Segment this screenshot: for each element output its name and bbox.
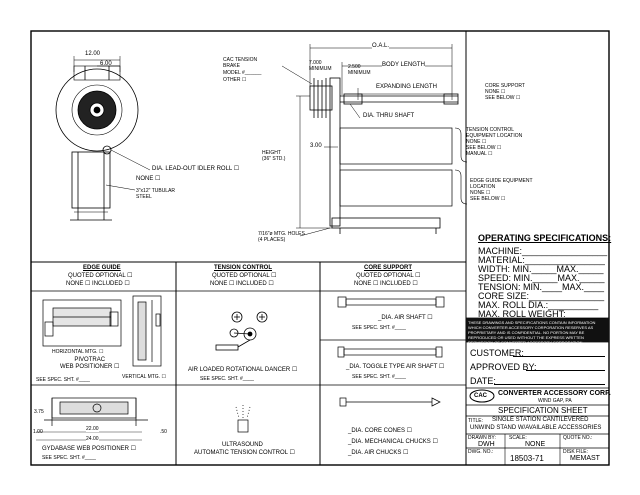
- pivotrac-drawing: [42, 295, 162, 367]
- oal-label: O.A.L.: [372, 43, 390, 50]
- core-none-included: NONE ☐ INCLUDED ☐: [354, 281, 418, 287]
- toggle-shaft-label: _DIA. TOGGLE TYPE AIR SHAFT ☐: [346, 364, 445, 370]
- scale-value: NONE: [525, 441, 546, 448]
- expanding-length-label: EXPANDING LENGTH: [376, 84, 437, 90]
- chuck-drawing: [339, 397, 441, 407]
- pivotrac-spec: SEE SPEC. SHT. #____: [36, 377, 90, 383]
- ultrasound-drawing: [235, 405, 251, 433]
- air-chucks-label: _DIA. AIR CHUCKS ☐: [348, 450, 409, 456]
- dim-2400: 24.00: [86, 436, 99, 442]
- spec-line: MAX. ROLL DIA.:__________: [478, 300, 599, 310]
- tension-brake-label: CAC TENSION BRAKE: [223, 57, 258, 69]
- edge-guide-quoted: QUOTED OPTIONAL ☐: [68, 273, 133, 279]
- edge-guide-header: EDGE GUIDE: [83, 265, 121, 271]
- thru-shaft-label: DIA. THRU SHAFT: [363, 113, 415, 119]
- gydabase-label: GYDABASE WEB POSITIONER ☐: [42, 446, 137, 452]
- toggle-shaft-drawing: [337, 346, 443, 358]
- date-label: DATE:: [470, 376, 496, 386]
- quote-label: QUOTE NO.:: [563, 435, 593, 441]
- disk-file: MEMAST: [570, 455, 600, 462]
- vertical-mtg: VERTICAL MTG. ☐: [122, 374, 166, 380]
- height-label: HEIGHT (36" STD.): [262, 150, 286, 162]
- company-logo-text: CAC: [474, 393, 487, 399]
- model-label: MODEL #______: [223, 70, 262, 76]
- core-cones-label: _DIA. CORE CONES ☐: [348, 428, 413, 434]
- company-location: WIND GAP, PA: [538, 398, 572, 404]
- dim-375: 3.75: [34, 409, 44, 415]
- spec-line: WIDTH: MIN._____MAX._____: [478, 264, 604, 274]
- automatic-tension-label: AUTOMATIC TENSION CONTROL ☐: [194, 450, 295, 456]
- ultrasound-label: ULTRASOUND: [222, 442, 263, 448]
- air-shaft-spec: SEE SPEC. SHT. #____: [352, 325, 406, 331]
- tension-control-header: TENSION CONTROL: [214, 265, 272, 271]
- title-line2: UNWIND STAND W/AVAILABLE ACCESSORIES: [470, 425, 602, 431]
- dancer-drawing: [215, 311, 268, 351]
- dim-2500: 2.500 MINIMUM: [348, 64, 371, 76]
- scale-label: SCALE:: [509, 435, 527, 441]
- disk-label: DISK FILE:: [563, 449, 589, 455]
- mtg-holes-label: 7/16"ø MTG. HOLES (4 PLACES): [258, 231, 305, 243]
- tension-none-included: NONE ☐ INCLUDED ☐: [210, 281, 274, 287]
- approved-label: APPROVED BY:: [470, 362, 537, 372]
- sheet-title: SPECIFICATION SHEET: [498, 406, 588, 415]
- core-support-callout: CORE SUPPORT NONE ☐ SEE BELOW ☐: [485, 83, 525, 101]
- other-label: OTHER ☐: [223, 77, 247, 83]
- spec-line: MACHINE:_________________: [478, 246, 608, 256]
- end-view-drawing: [55, 56, 151, 221]
- operating-specs-title: OPERATING SPECIFICATIONS:: [478, 233, 612, 243]
- edge-guide-location-label: EDGE GUIDE EQUIPMENT LOCATION NONE ☐ SEE…: [470, 178, 533, 202]
- gydabase-spec: SEE SPEC. SHT. #____: [42, 455, 96, 461]
- dwg-no: 18503-71: [510, 454, 544, 463]
- edge-guide-none-included: NONE ☐ INCLUDED ☐: [66, 281, 130, 287]
- dim-6: 6.00: [100, 61, 112, 67]
- tension-quoted: QUOTED OPTIONAL ☐: [212, 273, 277, 279]
- drawn-by-label: DRAWN BY:: [468, 435, 496, 441]
- tension-location-label: TENSION CONTROL EQUIPMENT LOCATION NONE …: [466, 127, 523, 157]
- tubular-label: 3"x12" TUBULAR STEEL: [136, 188, 176, 200]
- dim-100: 1.00: [33, 429, 43, 435]
- core-support-header: CORE SUPPORT: [364, 265, 413, 271]
- title-label: TITLE:: [468, 418, 484, 424]
- dancer-spec: SEE SPEC. SHT. #____: [200, 376, 254, 382]
- spec-line: TENSION: MIN.____MAX.____: [478, 282, 605, 292]
- spec-line: CORE SIZE:_______________: [478, 291, 605, 301]
- customer-label: CUSTOMER:: [470, 348, 524, 358]
- drawn-by-value: DWH: [478, 441, 495, 448]
- company-name: CONVERTER ACCESSORY CORP.: [498, 390, 611, 397]
- cac-logo: [469, 389, 495, 403]
- air-shaft-drawing: [337, 296, 445, 308]
- dancer-label: AIR LOADED ROTATIONAL DANCER ☐: [188, 367, 298, 373]
- pivotrac-label: PIVOTRAC WEB POSITIONER ☐: [60, 357, 120, 370]
- title-line1: SINGLE STATION CANTILEVERED: [492, 417, 589, 423]
- core-quoted: QUOTED OPTIONAL ☐: [356, 273, 421, 279]
- horizontal-mtg: HORIZONTAL MTG. ☐: [52, 349, 104, 355]
- body-length-label: BODY LENGTH: [382, 62, 425, 69]
- gydabase-drawing: [36, 397, 148, 441]
- confidential-notice-bg: [466, 318, 609, 342]
- confidential-notice: THESE DRAWINGS AND SPECIFICATIONS CONTAI…: [468, 320, 596, 345]
- mech-chucks-label: _DIA. MECHANICAL CHUCKS ☐: [348, 439, 438, 445]
- spec-line: MAX. ROLL WEIGHT:________: [478, 309, 606, 319]
- side-view-drawing: [281, 44, 468, 237]
- spec-line: MATERIAL:________________: [478, 255, 605, 265]
- leadout-label: DIA. LEAD-OUT IDLER ROLL ☐: [152, 166, 240, 172]
- air-shaft-label: _DIA. AIR SHAFT ☐: [378, 315, 433, 321]
- spec-line: SPEED: MIN._____MAX._____: [478, 273, 605, 283]
- dim-7000: 7.000 MINIMUM: [309, 60, 332, 72]
- toggle-spec: SEE SPEC. SHT. #____: [352, 374, 406, 380]
- dim-300: 3.00: [310, 143, 322, 149]
- dwg-label: DWG. NO.:: [468, 449, 494, 455]
- none-label: NONE ☐: [136, 176, 161, 182]
- dim-50: .50: [160, 429, 167, 435]
- dim-2200: 22.00: [86, 426, 99, 432]
- dim-12: 12.00: [85, 51, 101, 57]
